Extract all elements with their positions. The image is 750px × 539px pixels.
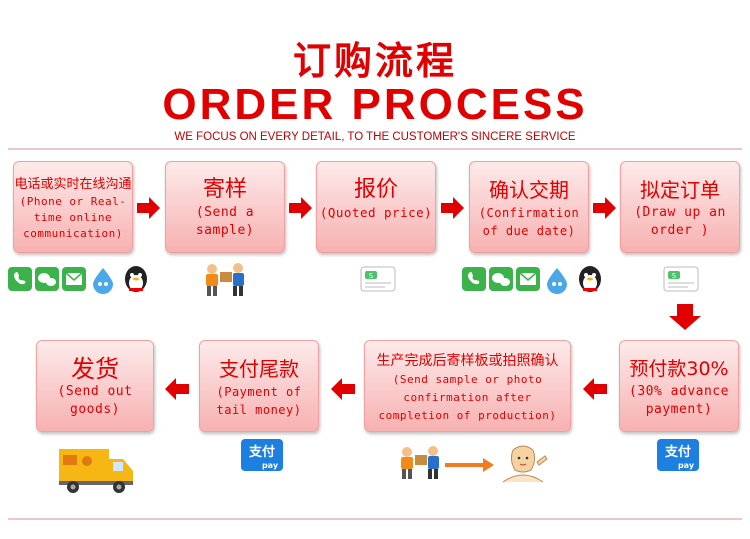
step-quoted-price-en: (Quoted price) bbox=[319, 205, 433, 220]
woman-sketch-icon bbox=[497, 442, 549, 488]
qq-penguin-icon bbox=[579, 266, 601, 292]
page-title-chinese: 订购流程 bbox=[292, 39, 457, 83]
step-box-send-goods: 发货 (Send out goods) bbox=[36, 340, 154, 432]
step-box-quoted-price: 报价 (Quoted price) bbox=[316, 161, 436, 253]
alipay-label-en: pay bbox=[262, 461, 279, 470]
step-tail-payment-cn: 支付尾款 bbox=[219, 357, 299, 381]
step-advance-payment-cn: 预付款30% bbox=[629, 358, 729, 380]
delivery-people-icon bbox=[200, 262, 250, 298]
step-contact-en: (Phone or Real-time online communication… bbox=[19, 195, 127, 240]
water-drop-icon bbox=[93, 268, 113, 294]
contact-icons-2 bbox=[462, 264, 612, 294]
step-tail-payment-en: (Payment of tail money) bbox=[216, 385, 302, 417]
wechat-icon bbox=[35, 267, 59, 291]
step-box-contact: 电话或实时在线沟通 (Phone or Real-time online com… bbox=[13, 161, 133, 253]
arrow-left-icon bbox=[331, 378, 355, 400]
arrow-right-icon bbox=[441, 197, 464, 219]
step-draw-order-en: (Draw up an order ) bbox=[634, 205, 726, 238]
step-send-sample-cn: 寄样 bbox=[202, 177, 247, 202]
step-contact-cn: 电话或实时在线沟通 bbox=[14, 177, 132, 192]
alipay-label-en: pay bbox=[678, 461, 695, 470]
delivery-people-icon bbox=[395, 445, 445, 481]
step-draw-order-cn: 拟定订单 bbox=[640, 178, 720, 202]
qq-penguin-icon bbox=[125, 266, 147, 292]
orange-arrow-icon bbox=[445, 458, 494, 472]
page-subtitle: WE FOCUS ON EVERY DETAIL, TO THE CUSTOME… bbox=[174, 131, 576, 143]
top-divider bbox=[8, 148, 742, 150]
document-icon: S bbox=[662, 265, 700, 293]
step-box-sample-confirm: 生产完成后寄样板或拍照确认 (Send sample or photo conf… bbox=[364, 340, 571, 432]
arrow-right-icon bbox=[593, 197, 616, 219]
step-quoted-price-cn: 报价 bbox=[353, 177, 398, 202]
step-box-draw-order: 拟定订单 (Draw up an order ) bbox=[620, 161, 740, 253]
bottom-divider bbox=[8, 518, 742, 520]
step-send-sample-en: (Send a sample) bbox=[195, 205, 255, 238]
step-box-confirm-date: 确认交期 (Confirmation of due date) bbox=[469, 161, 589, 253]
alipay-label-cn: 支付 bbox=[248, 444, 275, 460]
contact-icons bbox=[8, 264, 158, 294]
step-sample-confirm-cn: 生产完成后寄样板或拍照确认 bbox=[376, 353, 559, 369]
alipay-label-cn: 支付 bbox=[664, 444, 691, 460]
step-sample-confirm-en: (Send sample or photo confirmation after… bbox=[378, 373, 557, 422]
arrow-left-icon bbox=[583, 378, 607, 400]
arrow-down-icon bbox=[669, 304, 701, 330]
phone-icon bbox=[8, 267, 32, 291]
step-advance-payment-en: (30% advance payment) bbox=[629, 384, 729, 417]
arrow-right-icon bbox=[137, 197, 160, 219]
arrow-right-icon bbox=[289, 197, 312, 219]
document-icon: S bbox=[359, 265, 397, 293]
step-confirm-date-en: (Confirmation of due date) bbox=[478, 206, 580, 238]
step-confirm-date-cn: 确认交期 bbox=[489, 178, 569, 202]
document-icon-letter: S bbox=[369, 272, 374, 280]
document-icon-letter: S bbox=[672, 272, 677, 280]
wechat-icon bbox=[489, 267, 513, 291]
arrow-left-icon bbox=[165, 378, 189, 400]
truck-icon bbox=[57, 445, 135, 497]
mail-icon bbox=[62, 267, 86, 291]
step-box-advance-payment: 预付款30% (30% advance payment) bbox=[619, 340, 739, 432]
mail-icon bbox=[516, 267, 540, 291]
step-send-goods-en: (Send out goods) bbox=[57, 384, 133, 417]
water-drop-icon bbox=[547, 268, 567, 294]
step-box-send-sample: 寄样 (Send a sample) bbox=[165, 161, 285, 253]
phone-icon bbox=[462, 267, 486, 291]
step-box-tail-payment: 支付尾款 (Payment of tail money) bbox=[199, 340, 319, 432]
step-send-goods-cn: 发货 bbox=[71, 355, 119, 383]
page-title-english: ORDER PROCESS bbox=[162, 80, 588, 129]
